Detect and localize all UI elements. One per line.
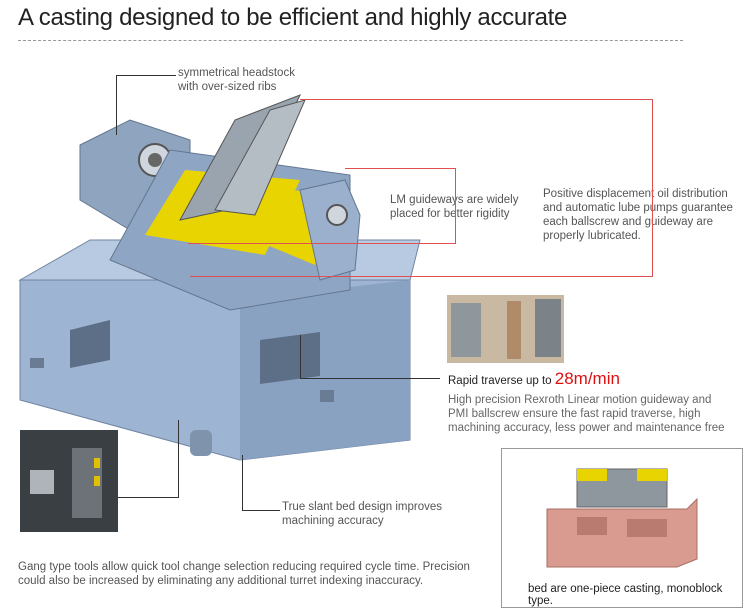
guideway-rail [535,299,561,357]
machine-illustration [18,94,421,461]
callout-guideways: LM guideways are widely placed for bette… [390,194,519,220]
leader-line [300,335,301,378]
leader-line [300,378,440,379]
callout-slant-bed: True slant bed design improves machining… [282,501,443,527]
guideway-cover [577,469,607,481]
leader-line [242,455,243,510]
tailstock-quill [326,204,348,226]
foot [190,430,212,456]
gang-tools-text: Gang type tools allow quick tool change … [18,561,470,587]
rapid-description: High precision Rexroth Linear motion gui… [448,394,725,434]
chuck [30,470,54,494]
machine-base-side [240,280,410,460]
casting-image [546,468,698,568]
base-window-left [70,320,110,368]
tailstock [299,179,361,281]
red-leader [190,276,652,277]
leader-line [242,510,280,511]
saddle [214,99,306,216]
foot [30,358,44,368]
leader-line [116,75,117,135]
leader-line [116,75,176,76]
casting-body [546,497,698,568]
leader-line [118,497,178,498]
red-leader [345,168,455,169]
tool-insert [94,458,100,468]
callout-headstock: symmetrical headstock with over-sized ri… [178,67,295,93]
rapid-speed: 28m/min [554,369,620,388]
leader-line [178,420,179,498]
red-leader [188,243,456,244]
page-title: A casting designed to be efficient and h… [18,4,568,31]
callout-lube: Positive displacement oil distribution a… [543,188,733,242]
rapid-heading: Rapid traverse up to 28m/min [448,369,620,388]
red-leader [652,99,653,277]
title-divider [18,40,683,41]
casting-caption: bed are one-piece casting, monoblock typ… [528,583,723,607]
casting-window [627,519,667,537]
red-leader [455,168,456,243]
ballscrew [507,301,521,359]
turret-photo [20,430,118,532]
casting-box: bed are one-piece casting, monoblock typ… [501,448,743,608]
base-window-right [260,332,320,384]
foot [320,390,334,402]
spindle-center [148,153,162,167]
casting-window [577,517,607,535]
red-leader [300,99,652,100]
guideway-cover [637,469,667,481]
rapid-traverse-photo [447,295,564,363]
tool-insert [94,476,100,486]
guideway-rail [451,303,481,357]
